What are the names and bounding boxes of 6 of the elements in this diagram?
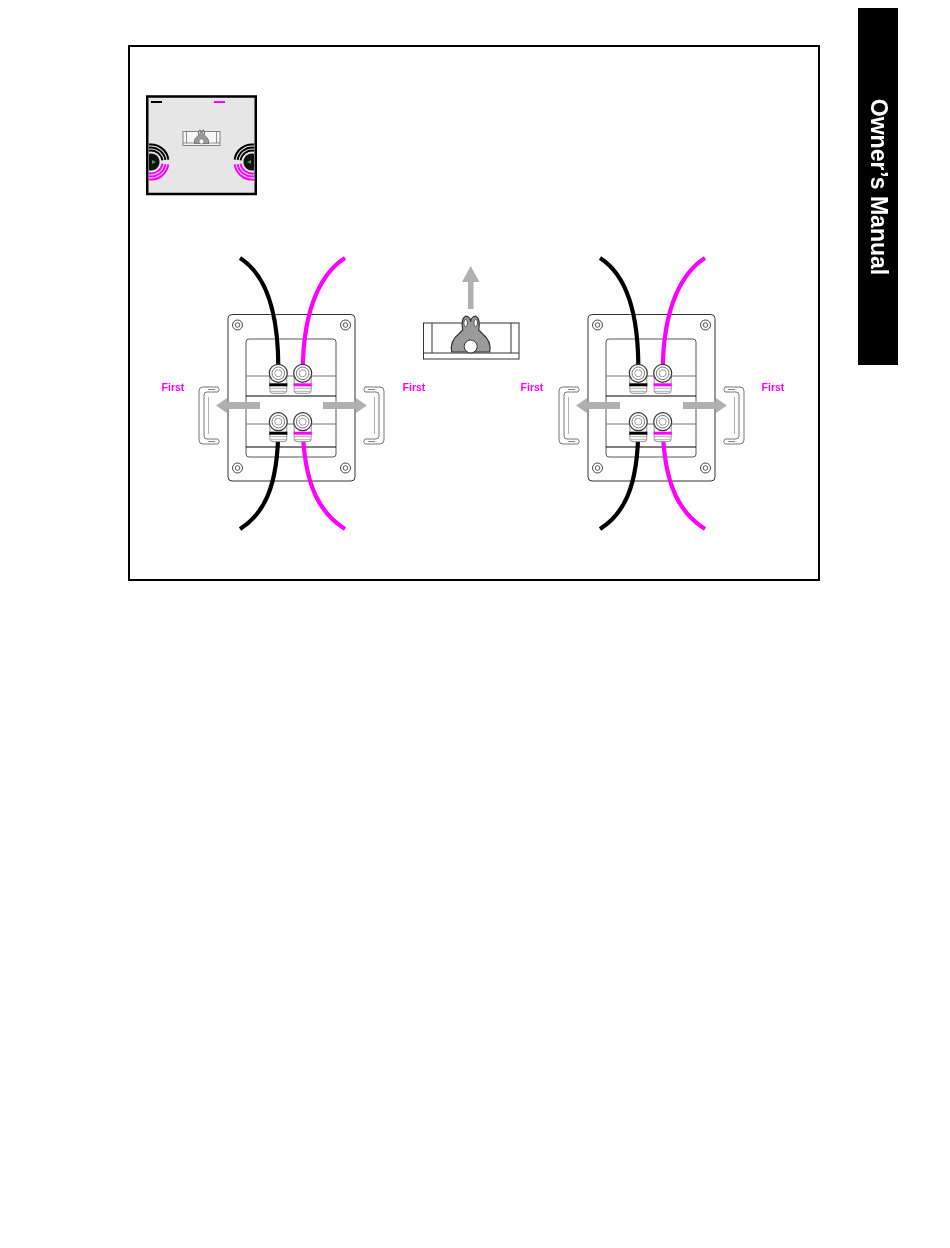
step-label: First <box>761 381 785 393</box>
step-label: First <box>402 381 426 393</box>
step-label: First <box>520 381 544 393</box>
side-tab <box>858 8 898 365</box>
step-label: First <box>161 381 185 393</box>
tab-title: Owner’s Manual <box>866 98 890 275</box>
